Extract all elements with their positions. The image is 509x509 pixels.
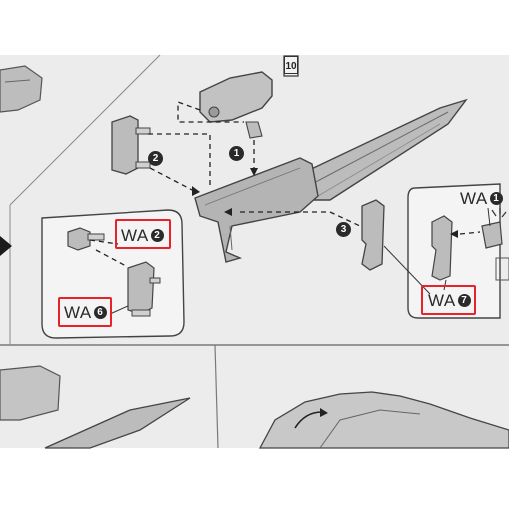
part-wa2 (67, 227, 91, 251)
lower-blade-left (44, 397, 191, 449)
step-number-3: 3 (336, 222, 351, 237)
arrow-right-icon (0, 236, 12, 256)
page-number-badge: 10 (284, 56, 298, 74)
spark-icon (491, 208, 507, 218)
highlight-box-wa7 (421, 285, 476, 315)
highlight-box-wa6 (58, 297, 112, 327)
step-number-2: 2 (148, 151, 163, 166)
inset-panel-right (407, 183, 501, 319)
part-wa7 (431, 215, 453, 281)
part-wa1 (481, 221, 503, 249)
hilt-part (194, 157, 319, 263)
page-number: 10 (285, 61, 297, 72)
curved-arrow-icon (294, 411, 323, 429)
highlight-box-wa2 (115, 219, 171, 249)
connector-part-2 (111, 115, 139, 175)
clip-part-3 (361, 199, 385, 271)
part-wa6 (127, 261, 155, 315)
step-number-1: 1 (229, 146, 244, 161)
